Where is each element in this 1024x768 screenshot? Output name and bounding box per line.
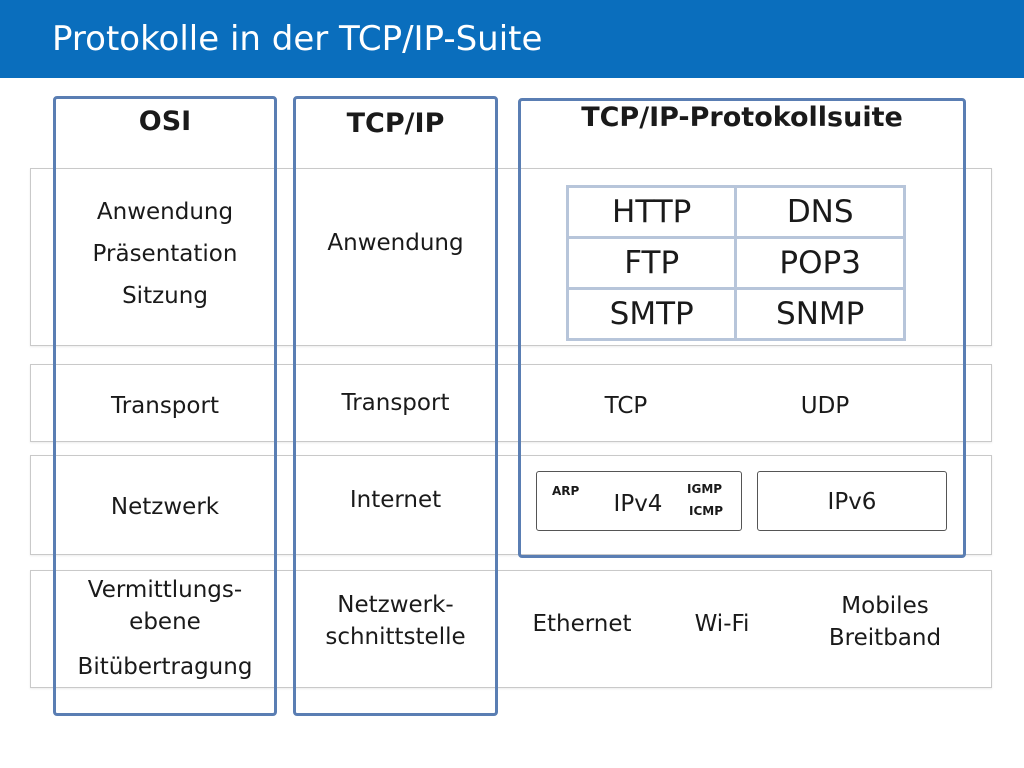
osi-layer-network: Netzwerk xyxy=(110,494,220,520)
protocol-igmp: IGMP xyxy=(687,482,723,496)
link-layer-row xyxy=(30,570,992,688)
protocol-ipv4: IPv4 xyxy=(613,491,663,517)
tcpip-header: TCP/IP xyxy=(346,108,445,139)
table-row: FTP POP3 xyxy=(565,236,906,290)
protocol-pop3: POP3 xyxy=(734,236,906,290)
protocol-arp: ARP xyxy=(552,484,580,498)
protocol-tcp: TCP xyxy=(604,393,648,419)
osi-layer-session: Sitzung xyxy=(122,283,208,309)
table-row: SMTP SNMP xyxy=(565,287,906,341)
protocol-ipv6: IPv6 xyxy=(827,489,877,515)
application-protocol-table: HTTP DNS FTP POP3 SMTP SNMP xyxy=(565,185,906,341)
ipv4-box xyxy=(536,471,742,531)
osi-column-outline xyxy=(53,96,277,716)
link-mobile-broadband-line2: Breitband xyxy=(828,625,942,651)
title-bar xyxy=(0,0,1024,78)
tcpip-layer-transport: Transport xyxy=(341,390,450,416)
transport-layer-row xyxy=(30,364,992,442)
protocol-udp: UDP xyxy=(800,393,850,419)
protocol-snmp: SNMP xyxy=(734,287,906,341)
osi-header: OSI xyxy=(138,106,192,137)
protocol-dns: DNS xyxy=(734,185,906,239)
table-row: HTTP DNS xyxy=(565,185,906,239)
osi-layer-application: Anwendung xyxy=(96,199,234,225)
ipv6-box xyxy=(757,471,947,531)
osi-layer-physical: Bitübertragung xyxy=(77,654,253,680)
tcpip-column-outline xyxy=(293,96,498,716)
suite-column-outline xyxy=(518,98,966,558)
tcpip-layer-network-interface-line2: schnittstelle xyxy=(325,624,466,650)
link-ethernet: Ethernet xyxy=(532,611,632,637)
slide-title: Protokolle in der TCP/IP-Suite xyxy=(52,19,543,59)
osi-layer-transport: Transport xyxy=(111,393,219,419)
suite-header: TCP/IP-Protokollsuite xyxy=(581,102,903,133)
osi-layer-datalink-line1: Vermittlungs- xyxy=(87,577,243,603)
protocol-icmp: ICMP xyxy=(689,504,724,518)
protocol-ftp: FTP xyxy=(565,236,738,290)
tcpip-layer-application: Anwendung xyxy=(327,230,464,256)
osi-layer-presentation: Präsentation xyxy=(92,241,238,267)
link-wifi: Wi-Fi xyxy=(694,611,750,637)
link-mobile-broadband-line1: Mobiles xyxy=(841,593,929,619)
protocol-smtp: SMTP xyxy=(565,287,738,341)
osi-layer-datalink-line2: ebene xyxy=(129,609,201,635)
tcpip-layer-network-interface-line1: Netzwerk- xyxy=(337,592,454,618)
protocol-http: HTTP xyxy=(565,185,738,239)
tcpip-layer-internet: Internet xyxy=(349,487,442,513)
